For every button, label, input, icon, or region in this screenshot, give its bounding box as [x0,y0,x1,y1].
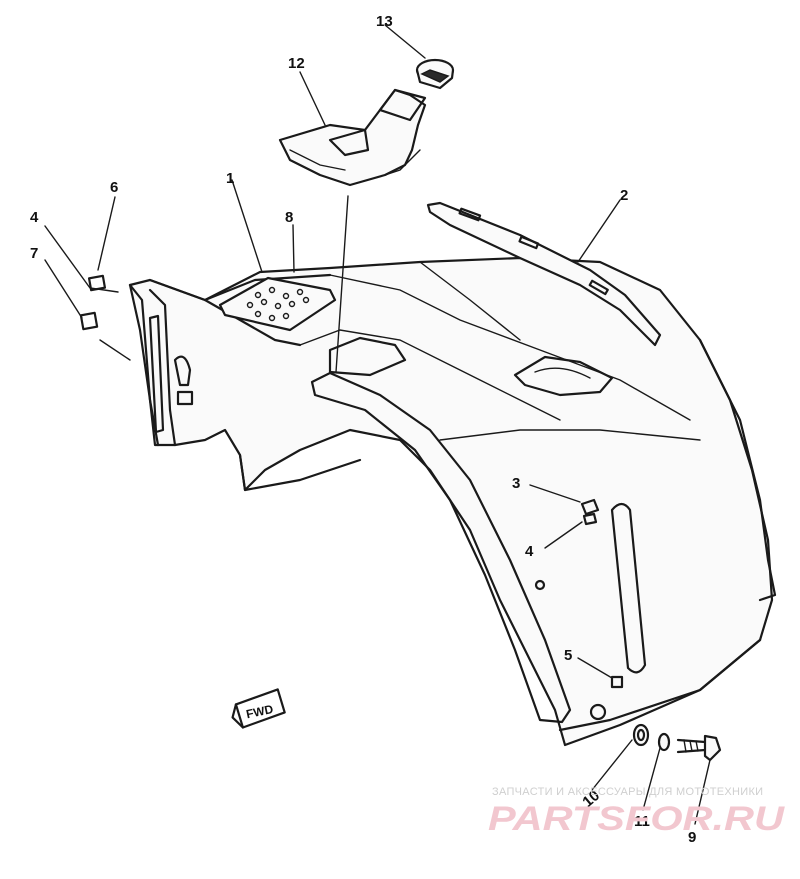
callout-4-left: 4 [30,209,39,226]
callout-13: 13 [376,13,393,30]
callout-7: 7 [30,245,38,262]
fender-cover [128,256,777,747]
pad [218,276,337,332]
callout-11: 11 [634,813,650,830]
filler-neck [278,88,427,187]
leader-lines [44,24,711,825]
filler-cap [415,58,455,90]
fwd-arrow: FWD [231,688,286,729]
upper-strip [426,201,662,347]
callout-3: 3 [512,475,520,492]
callout-4-right: 4 [525,543,534,560]
watermark-logo: PARTSFOR.RU [488,800,786,838]
callout-12: 12 [288,55,305,72]
callout-8: 8 [285,209,293,226]
watermark-tagline: ЗАПЧАСТИ И АКСЕССУАРЫ ДЛЯ МОТОТЕХНИКИ [492,786,763,798]
bolt-and-washers [632,723,722,762]
callout-6: 6 [110,179,118,196]
piping-strip [310,371,572,724]
fwd-label: FWD [245,702,275,721]
callout-1: 1 [226,170,234,187]
small-labels [79,274,107,331]
callout-5: 5 [564,647,572,664]
callout-2: 2 [620,187,628,204]
clips [580,498,624,689]
callout-9: 9 [688,829,696,846]
